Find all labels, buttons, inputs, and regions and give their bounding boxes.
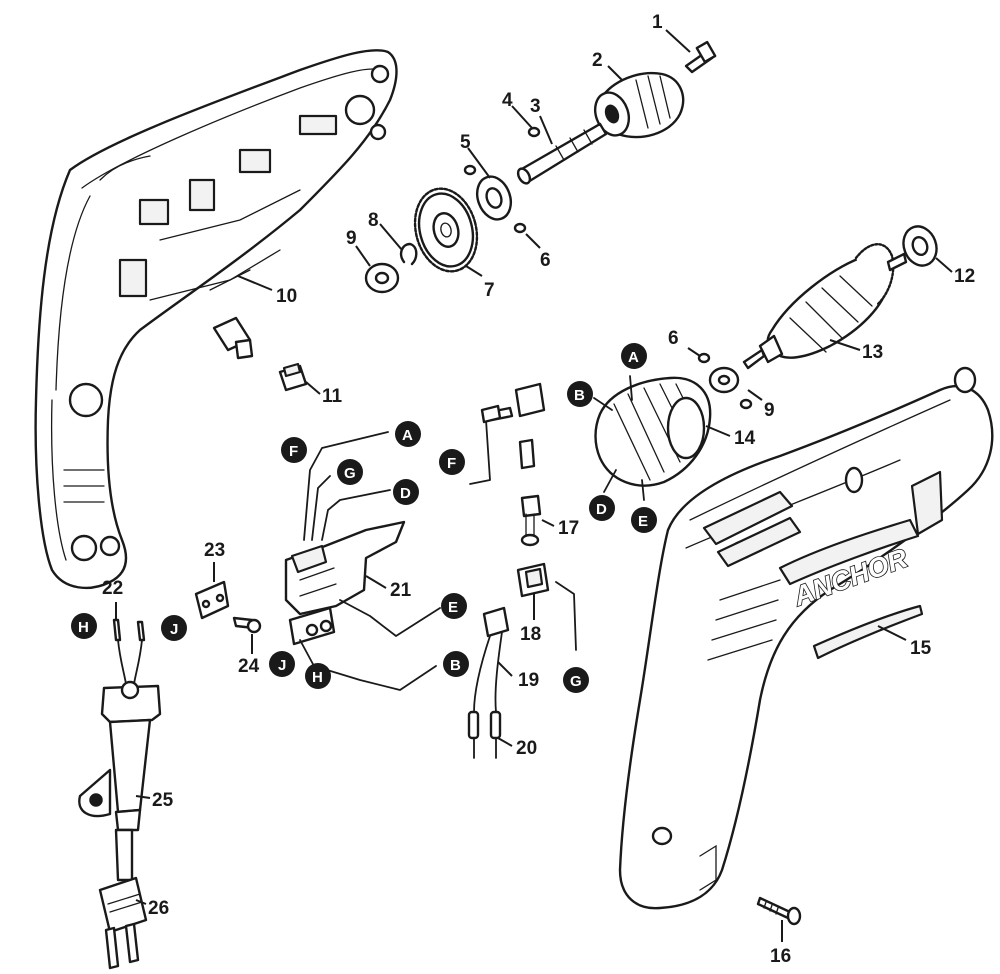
svg-text:G: G xyxy=(344,465,356,482)
badge-B-stator: B xyxy=(567,381,593,407)
bearing-5 xyxy=(475,175,513,221)
wire-letter-badges: A B D E F A F G D E B J H G H J xyxy=(71,343,657,693)
clamp-screw xyxy=(232,616,262,634)
washer-6d xyxy=(739,398,753,410)
badge-G-brush: G xyxy=(563,667,589,693)
badge-J-cord: J xyxy=(161,615,187,641)
badge-F-loose: F xyxy=(439,449,465,475)
badge-H-cord: H xyxy=(71,613,97,639)
power-plug xyxy=(98,828,148,970)
bearing-9b xyxy=(708,366,740,394)
svg-text:H: H xyxy=(312,669,323,686)
left-housing-half xyxy=(34,49,398,589)
bearing-12 xyxy=(902,225,938,267)
part-label-16: 16 xyxy=(770,946,791,967)
svg-text:D: D xyxy=(596,501,607,518)
svg-text:J: J xyxy=(278,657,286,674)
badge-F-switch: F xyxy=(281,437,307,463)
cord-clamp xyxy=(194,580,230,620)
svg-text:H: H xyxy=(78,619,89,636)
part-label-9: 9 xyxy=(346,228,357,249)
badge-G-switch: G xyxy=(337,459,363,485)
part-label-12: 12 xyxy=(954,266,975,287)
wire-connectors xyxy=(467,710,502,759)
housing-screw xyxy=(756,896,802,926)
armature xyxy=(742,243,908,370)
svg-text:A: A xyxy=(628,349,639,366)
svg-text:A: A xyxy=(402,427,413,444)
part-label-14: 14 xyxy=(734,428,756,449)
gear xyxy=(413,187,479,273)
badge-J-switch: J xyxy=(269,651,295,677)
part-label-2: 2 xyxy=(592,50,603,71)
part-label-20: 20 xyxy=(516,738,537,759)
spindle xyxy=(516,122,608,185)
part-label-13: 13 xyxy=(862,342,883,363)
part-label-25: 25 xyxy=(152,790,174,811)
trigger-switch xyxy=(284,431,441,691)
part-label-7: 7 xyxy=(484,280,495,301)
badge-A-stator: A xyxy=(621,343,647,369)
badge-E-stator: E xyxy=(631,507,657,533)
part-label-22: 22 xyxy=(102,578,123,599)
svg-text:B: B xyxy=(574,387,585,404)
badge-A-switch: A xyxy=(395,421,421,447)
svg-text:D: D xyxy=(400,485,411,502)
washer-6b xyxy=(513,222,527,234)
badge-E-switch: E xyxy=(441,593,467,619)
cord-sleeve xyxy=(78,680,162,832)
part-label-15: 15 xyxy=(910,638,932,659)
badge-B-switch: B xyxy=(443,651,469,677)
part-label-24: 24 xyxy=(238,656,260,677)
cord-wire-ends xyxy=(112,618,146,685)
svg-text:B: B xyxy=(450,657,461,674)
washer-6c xyxy=(697,352,711,364)
svg-text:E: E xyxy=(448,599,458,616)
svg-text:J: J xyxy=(170,621,178,638)
badge-H-switch: H xyxy=(305,663,331,689)
woodruff-key xyxy=(527,126,541,138)
part-label-8: 8 xyxy=(368,210,379,231)
part-label-3: 3 xyxy=(530,96,541,117)
loose-wires xyxy=(469,404,502,485)
part-label-6-second: 6 xyxy=(668,328,679,349)
svg-text:F: F xyxy=(289,443,298,460)
part-label-18: 18 xyxy=(520,624,541,645)
part-label-19: 19 xyxy=(518,670,539,691)
badge-D-stator: D xyxy=(589,495,615,521)
chuck-key xyxy=(684,40,717,74)
circlip xyxy=(399,242,418,266)
svg-text:G: G xyxy=(570,673,582,690)
part-label-21: 21 xyxy=(390,580,412,601)
right-housing-half: ANCHOR xyxy=(618,366,994,910)
field-stator xyxy=(593,375,712,501)
part-label-6: 6 xyxy=(540,250,551,271)
part-label-4: 4 xyxy=(502,90,513,111)
part-label-1: 1 xyxy=(652,12,663,33)
part-label-10: 10 xyxy=(276,286,297,307)
bearing-9a xyxy=(364,262,400,294)
part-label-17: 17 xyxy=(558,518,579,539)
svg-text:E: E xyxy=(638,513,648,530)
part-label-26: 26 xyxy=(148,898,169,919)
part-label-5: 5 xyxy=(460,132,471,153)
part-label-9-second: 9 xyxy=(764,400,775,421)
drill-chuck xyxy=(593,71,685,139)
badge-D-switch: D xyxy=(393,479,419,505)
brush-holder-clips xyxy=(212,316,308,392)
part-label-23: 23 xyxy=(204,540,225,561)
part-number-labels: 1 2 3 4 5 6 7 8 9 10 11 12 13 6 9 14 15 … xyxy=(102,12,975,967)
carbon-brush-holder xyxy=(516,562,577,651)
leader-lines xyxy=(115,29,953,942)
washer-6a xyxy=(463,164,477,176)
capacitor xyxy=(473,606,510,713)
svg-text:F: F xyxy=(447,455,456,472)
part-label-11: 11 xyxy=(322,386,343,407)
